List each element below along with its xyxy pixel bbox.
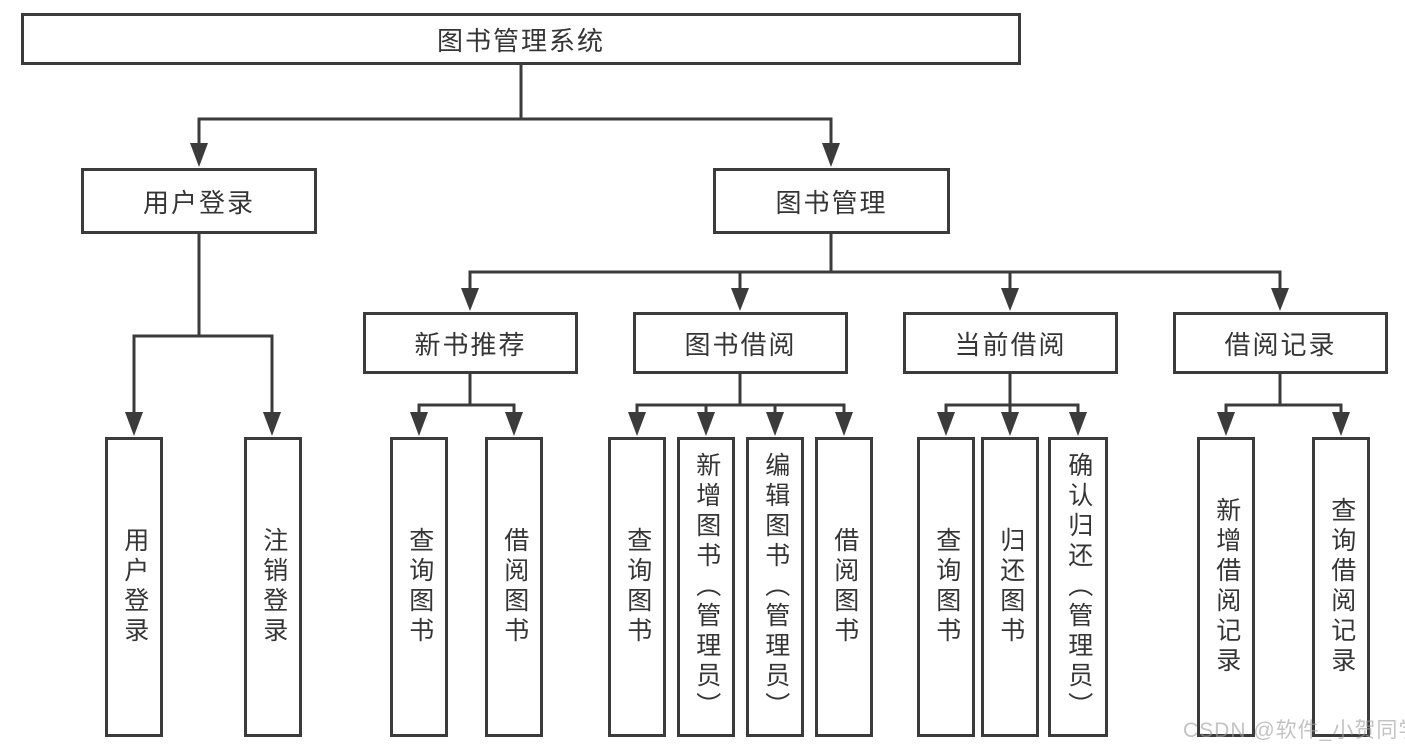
node-book-mgmt: 图书管理	[713, 168, 950, 234]
node-cb-return-books-label: 归还图书	[996, 527, 1025, 647]
node-rec-borrow-books-label: 借阅图书	[500, 527, 529, 647]
node-user-login: 用户登录	[81, 168, 317, 234]
node-logout-label: 注销登录	[259, 527, 288, 647]
node-login: 用户登录	[105, 437, 163, 737]
node-user-login-label: 用户登录	[142, 187, 255, 218]
node-br-query-record-label: 查询借阅记录	[1327, 497, 1356, 677]
node-bb-query-books-label: 查询图书	[623, 527, 652, 647]
node-cb-confirm-return-label: 确认归还（管理员）	[1064, 452, 1093, 722]
node-login-label: 用户登录	[120, 527, 149, 647]
node-rec-borrow-books: 借阅图书	[485, 437, 543, 737]
node-br-add-record-label: 新增借阅记录	[1212, 497, 1241, 677]
node-rec-query-books-label: 查询图书	[405, 527, 434, 647]
node-book-borrow: 图书借阅	[633, 312, 848, 374]
node-new-book-rec: 新书推荐	[363, 312, 578, 374]
node-borrow-records-label: 借阅记录	[1224, 329, 1337, 360]
node-bb-edit-books-label: 编辑图书（管理员）	[761, 452, 790, 722]
node-bb-edit-books: 编辑图书（管理员）	[746, 437, 804, 737]
node-cb-confirm-return: 确认归还（管理员）	[1048, 437, 1108, 737]
node-br-add-record: 新增借阅记录	[1197, 437, 1255, 737]
node-root: 图书管理系统	[21, 13, 1021, 65]
node-book-mgmt-label: 图书管理	[775, 187, 888, 218]
node-cb-query-books-label: 查询图书	[932, 527, 961, 647]
node-book-borrow-label: 图书借阅	[684, 329, 797, 360]
node-current-borrow-label: 当前借阅	[954, 329, 1067, 360]
node-current-borrow: 当前借阅	[903, 312, 1118, 374]
node-bb-add-books: 新增图书（管理员）	[677, 437, 735, 737]
csdn-watermark: CSDN @软件_小贺同学	[1183, 719, 1405, 742]
node-bb-borrow-books: 借阅图书	[815, 437, 873, 737]
node-logout: 注销登录	[244, 437, 302, 737]
node-borrow-records: 借阅记录	[1173, 312, 1388, 374]
node-bb-borrow-books-label: 借阅图书	[830, 527, 859, 647]
node-rec-query-books: 查询图书	[390, 437, 448, 737]
node-cb-query-books: 查询图书	[917, 437, 975, 737]
node-cb-return-books: 归还图书	[981, 437, 1039, 737]
node-new-book-rec-label: 新书推荐	[414, 329, 527, 360]
node-bb-query-books: 查询图书	[608, 437, 666, 737]
node-br-query-record: 查询借阅记录	[1312, 437, 1370, 737]
node-bb-add-books-label: 新增图书（管理员）	[692, 452, 721, 722]
node-root-label: 图书管理系统	[436, 25, 605, 56]
